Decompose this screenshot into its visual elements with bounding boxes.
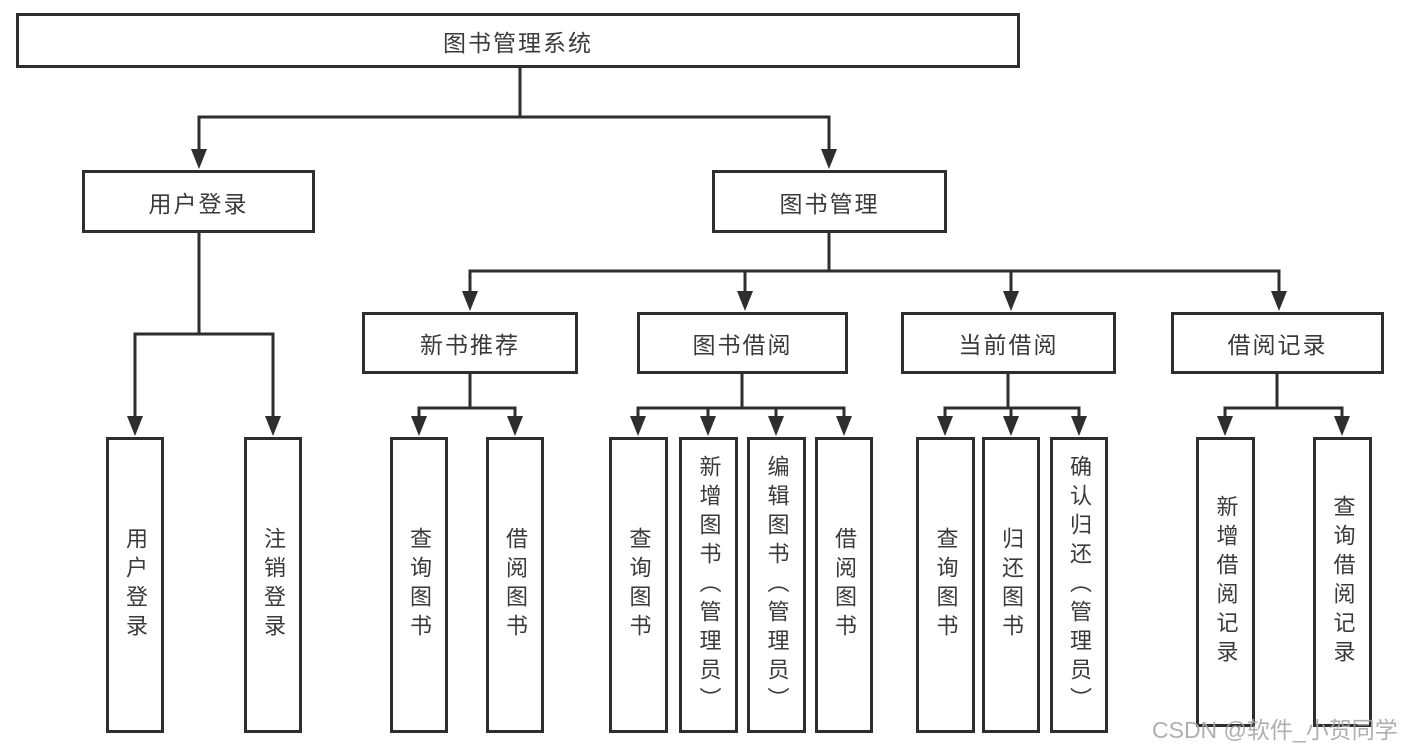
node-current-borrowing: 当前借阅: [901, 312, 1116, 374]
node-label: 查询借阅记录: [1330, 495, 1356, 669]
node-book-management: 图书管理: [712, 170, 947, 233]
node-label: 归还图书: [999, 527, 1024, 643]
node-label: 查询图书: [407, 527, 432, 643]
node-new-book-recommendation: 新书推荐: [362, 312, 578, 374]
node-label: 查询图书: [933, 527, 959, 643]
leaf-borrow-books: 借阅图书: [815, 437, 873, 733]
node-label: 图书管理: [779, 190, 880, 217]
leaf-query-borrow-record: 查询借阅记录: [1313, 437, 1372, 727]
node-label: 新增借阅记录: [1213, 495, 1239, 669]
leaf-query-books-recommend: 查询图书: [390, 437, 448, 733]
node-label: 用户登录: [123, 527, 148, 643]
leaf-add-books-admin: 新增图书（管理员）: [679, 437, 738, 733]
leaf-borrow-books-recommend: 借阅图书: [486, 437, 544, 733]
node-label: 图书管理系统: [443, 29, 593, 56]
node-label: 借阅记录: [1227, 332, 1328, 358]
node-label: 确认归还（管理员）: [1067, 454, 1092, 716]
node-label: 借阅图书: [832, 527, 857, 643]
node-label: 新增图书（管理员）: [696, 454, 722, 716]
leaf-return-books: 归还图书: [982, 437, 1040, 733]
node-label: 借阅图书: [503, 527, 528, 643]
node-library-management-system: 图书管理系统: [16, 13, 1020, 68]
leaf-confirm-return-admin: 确认归还（管理员）: [1050, 437, 1108, 733]
node-label: 编辑图书（管理员）: [764, 454, 790, 716]
node-label: 新书推荐: [420, 332, 520, 358]
leaf-query-books-current: 查询图书: [916, 437, 975, 733]
node-label: 用户登录: [148, 190, 249, 217]
node-borrowing-records: 借阅记录: [1171, 312, 1384, 374]
node-label: 注销登录: [261, 527, 286, 643]
leaf-query-books-borrow: 查询图书: [609, 437, 668, 733]
node-label: 图书借阅: [692, 332, 793, 358]
leaf-edit-books-admin: 编辑图书（管理员）: [747, 437, 806, 733]
node-label: 当前借阅: [958, 332, 1059, 358]
leaf-logout: 注销登录: [244, 437, 302, 733]
leaf-add-borrow-record: 新增借阅记录: [1196, 437, 1255, 727]
node-label: 查询图书: [626, 527, 652, 643]
leaf-user-login: 用户登录: [106, 437, 164, 733]
csdn-watermark: CSDN @软件_小贺同学: [1152, 717, 1398, 743]
node-book-borrowing: 图书借阅: [637, 312, 848, 374]
node-user-login: 用户登录: [82, 170, 315, 233]
